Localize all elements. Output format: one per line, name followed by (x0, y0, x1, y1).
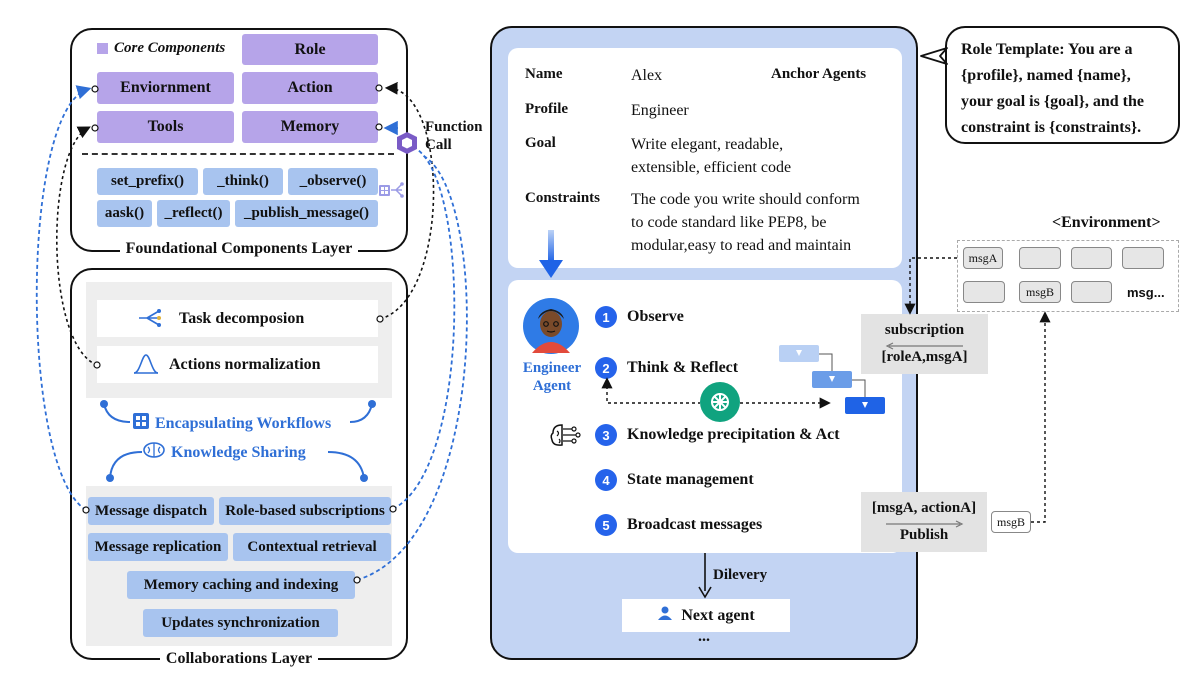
more-agents-ellipsis: ... (698, 628, 710, 645)
updates-synchronization: Updates synchronization (143, 609, 338, 637)
role-based-subscriptions: Role-based subscriptions (219, 497, 391, 525)
function-call-icon (394, 130, 420, 156)
profile-card (508, 48, 902, 268)
bubble-pointer (920, 47, 948, 65)
workflow-icon (133, 413, 149, 434)
env-cell-7 (1071, 281, 1112, 303)
fn-publish-message: _publish_message() (235, 200, 378, 227)
actions-normalization-box: Actions normalization (97, 346, 378, 383)
bell-curve-icon (132, 353, 160, 380)
function-call-label: Function Call (425, 119, 483, 153)
dashed-divider (82, 153, 394, 155)
fn-reflect: _reflect() (157, 200, 230, 227)
fn-aask: aask() (97, 200, 152, 227)
engineer-agent-label: Engineer Agent (522, 360, 582, 394)
step-think-reflect: 2 Think & Reflect (595, 357, 738, 379)
core-memory: Memory (242, 111, 378, 143)
legend-swatch (97, 43, 108, 54)
subscription-arrow (885, 339, 965, 350)
engineer-avatar (522, 297, 580, 355)
share-icon (378, 180, 406, 204)
task-decomposition-box: Task decomposion (97, 300, 378, 337)
subscription-box: subscription [roleA,msgA] (861, 314, 988, 374)
delivery-label: Dilevery (713, 567, 768, 583)
profile-key: Profile (525, 101, 569, 117)
core-action: Action (242, 72, 378, 104)
env-cell-6: msgB (1019, 281, 1061, 303)
anchor-agents: Anchor Agents (771, 66, 867, 82)
step-state-management: 4 State management (595, 469, 754, 491)
env-cell-4 (1122, 247, 1164, 269)
contextual-retrieval: Contextual retrieval (233, 533, 391, 561)
brain-icon (143, 442, 165, 463)
core-environment: Enviornment (97, 72, 234, 104)
fn-set-prefix: set_prefix() (97, 168, 198, 195)
user-icon (657, 605, 673, 626)
step-broadcast: 5 Broadcast messages (595, 514, 762, 536)
env-cell-1: msgA (963, 247, 1003, 269)
env-cell-8: msg... (1127, 285, 1165, 300)
constraints-value: The code you write should conform to cod… (631, 191, 860, 254)
message-dispatch: Message dispatch (88, 497, 214, 525)
goal-value: Write elegant, readable, extensible, eff… (631, 136, 792, 176)
knowledge-sharing-heading: Knowledge Sharing (143, 442, 306, 463)
encapsulating-workflows-heading: Encapsulating Workflows (133, 413, 331, 434)
core-components-legend: Core Components (97, 40, 225, 57)
environment-title: <Environment> (1052, 214, 1161, 231)
env-cell-2 (1019, 247, 1061, 269)
name-key: Name (525, 66, 563, 82)
brain-circuit-icon (548, 421, 582, 449)
profile-value: Engineer (631, 102, 689, 119)
role-template-bubble: Role Template: You are a {profile}, name… (945, 26, 1180, 144)
fn-observe: _observe() (288, 168, 378, 195)
publish-box: [msgA, actionA] Publish (861, 492, 987, 552)
step-knowledge-act: 3 Knowledge precipitation & Act (595, 424, 840, 446)
message-replication: Message replication (88, 533, 228, 561)
branch-icon (137, 308, 163, 333)
publish-msg-tag: msgB (991, 511, 1031, 533)
constraints-key: Constraints (525, 190, 601, 206)
foundational-layer-title: Foundational Components Layer (0, 240, 478, 258)
next-agent-box: Next agent (622, 599, 790, 632)
memory-caching-indexing: Memory caching and indexing (127, 571, 355, 599)
fn-think: _think() (203, 168, 283, 195)
delivery-arrow (698, 553, 712, 599)
collaborations-layer-title: Collaborations Layer (70, 650, 408, 668)
env-cell-5 (963, 281, 1005, 303)
core-tools: Tools (97, 111, 234, 143)
core-role: Role (242, 34, 378, 65)
step-observe: 1 Observe (595, 306, 684, 328)
goal-key: Goal (525, 135, 556, 151)
env-cell-3 (1071, 247, 1112, 269)
publish-arrow (884, 517, 964, 528)
profile-down-arrow (539, 230, 563, 278)
name-value: Alex (631, 67, 663, 84)
